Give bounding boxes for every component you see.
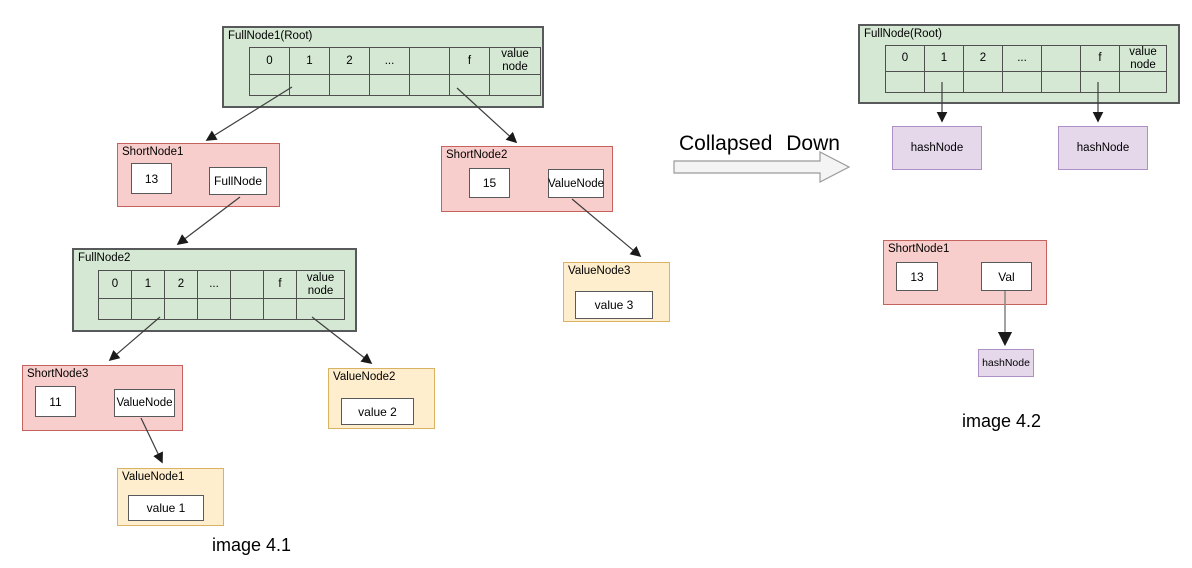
valuenode1-value: value 1 <box>128 495 204 521</box>
slot-cell: f <box>264 271 297 299</box>
slot-cell: 1 <box>925 46 964 72</box>
slot-cell-empty <box>886 72 925 92</box>
slot-cell-value-node: value node <box>297 271 344 299</box>
slot-cell: f <box>1081 46 1120 72</box>
fullnode1-root-box: FullNode1(Root) 0 1 2 ... f value node <box>222 26 544 108</box>
hashnode3-box: hashNode <box>978 349 1034 377</box>
slot-cell-empty <box>290 75 330 95</box>
slot-cell-empty <box>1081 72 1120 92</box>
slot-cell-empty <box>1120 72 1166 92</box>
valuenode3-value: value 3 <box>575 291 653 319</box>
fullnode1-title: FullNode1(Root) <box>228 30 313 42</box>
fullnode-root-right-box: FullNode(Root) 0 1 2 ... f value node <box>858 24 1180 104</box>
valuenode1-box: ValueNode1 value 1 <box>117 468 224 526</box>
fullnode-root-right-title: FullNode(Root) <box>864 28 942 40</box>
slot-cell: 0 <box>250 48 290 75</box>
slot-cell: ... <box>198 271 231 299</box>
slot-cell-empty <box>250 75 290 95</box>
valuenode1-title: ValueNode1 <box>122 471 185 483</box>
fullnode1-slot-table: 0 1 2 ... f value node <box>249 47 541 96</box>
slot-cell: 2 <box>964 46 1003 72</box>
slot-cell: ... <box>1003 46 1042 72</box>
shortnode2-ref: ValueNode <box>548 169 604 198</box>
slot-cell: 2 <box>330 48 370 75</box>
shortnode3-prefix: 11 <box>35 386 76 417</box>
slot-cell: 1 <box>132 271 165 299</box>
slot-cell-empty <box>1003 72 1042 92</box>
slot-cell: ... <box>370 48 410 75</box>
shortnode1-title: ShortNode1 <box>122 146 184 158</box>
slot-cell <box>1042 46 1081 72</box>
slot-cell: f <box>450 48 490 75</box>
shortnode1-right-prefix: 13 <box>896 262 938 291</box>
slot-cell: 0 <box>886 46 925 72</box>
shortnode2-box: ShortNode2 15 ValueNode <box>441 146 613 212</box>
slot-cell-empty <box>99 299 132 319</box>
fullnode2-slot-table: 0 1 2 ... f value node <box>98 270 345 320</box>
valuenode3-title: ValueNode3 <box>568 265 631 277</box>
slot-cell-value-node: value node <box>490 48 540 75</box>
slot-cell-empty <box>231 299 264 319</box>
slot-cell: 1 <box>290 48 330 75</box>
shortnode1-right-box: ShortNode1 13 Val <box>883 240 1047 305</box>
shortnode3-box: ShortNode3 11 ValueNode <box>22 365 183 431</box>
slot-cell-empty <box>964 72 1003 92</box>
shortnode1-ref: FullNode <box>209 167 267 195</box>
slot-cell-empty <box>410 75 450 95</box>
valuenode3-box: ValueNode3 value 3 <box>563 262 670 322</box>
slot-cell-empty <box>925 72 964 92</box>
left-image-caption: image 4.1 <box>212 535 292 555</box>
slot-cell-empty <box>1042 72 1081 92</box>
valuenode2-title: ValueNode2 <box>333 371 396 383</box>
collapsed-down-arrow <box>673 151 851 183</box>
hashnode2-box: hashNode <box>1058 126 1148 170</box>
slot-cell-empty <box>297 299 344 319</box>
valuenode2-value: value 2 <box>341 398 414 425</box>
slot-cell-empty <box>165 299 198 319</box>
shortnode1-right-ref: Val <box>981 262 1032 291</box>
shortnode1-box: ShortNode1 13 FullNode <box>117 143 280 207</box>
slot-cell-empty <box>264 299 297 319</box>
slot-cell: 0 <box>99 271 132 299</box>
slot-cell-empty <box>490 75 540 95</box>
fullnode2-title: FullNode2 <box>78 252 131 264</box>
slot-cell-value-node: value node <box>1120 46 1166 72</box>
slot-cell <box>231 271 264 299</box>
shortnode1-right-title: ShortNode1 <box>888 243 950 255</box>
hashnode1-box: hashNode <box>892 126 982 170</box>
slot-cell-empty <box>198 299 231 319</box>
slot-cell-empty <box>450 75 490 95</box>
fullnode-root-right-slot-table: 0 1 2 ... f value node <box>885 45 1167 93</box>
slot-cell <box>410 48 450 75</box>
slot-cell: 2 <box>165 271 198 299</box>
right-image-caption: image 4.2 <box>962 411 1042 431</box>
shortnode3-ref: ValueNode <box>114 389 175 417</box>
slot-cell-empty <box>370 75 410 95</box>
valuenode2-box: ValueNode2 value 2 <box>328 368 435 429</box>
shortnode3-title: ShortNode3 <box>27 368 89 380</box>
shortnode2-prefix: 15 <box>469 168 510 198</box>
shortnode1-prefix: 13 <box>131 163 172 194</box>
slot-cell-empty <box>132 299 165 319</box>
shortnode2-title: ShortNode2 <box>446 149 508 161</box>
transition-label: Collapsed Down <box>679 132 840 155</box>
slot-cell-empty <box>330 75 370 95</box>
fullnode2-box: FullNode2 0 1 2 ... f value node <box>72 248 357 332</box>
